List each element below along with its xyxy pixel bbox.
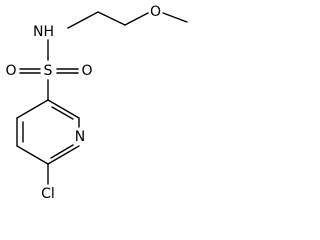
bond-methyl-o bbox=[162, 12, 188, 23]
atom-o-methoxy: O bbox=[150, 4, 161, 20]
atom-labels: O NH S O O N Cl bbox=[5, 4, 161, 202]
atom-n-ring: N bbox=[75, 129, 85, 145]
atom-cl: Cl bbox=[41, 186, 55, 202]
atom-o-right: O bbox=[81, 63, 92, 79]
structure-diagram: O NH S O O N Cl bbox=[5, 4, 188, 202]
ring-bond-4 bbox=[16, 145, 49, 165]
ring-bond-6 bbox=[16, 99, 49, 119]
atom-s: S bbox=[44, 63, 53, 79]
bonds bbox=[16, 11, 188, 185]
ring-double-2 bbox=[50, 144, 74, 159]
bond-ch2-ch2 bbox=[97, 11, 126, 26]
ring-bond-1 bbox=[47, 99, 80, 119]
bond-ch2-nh bbox=[67, 11, 99, 29]
ring-bond-3 bbox=[47, 145, 80, 165]
atom-nh: NH bbox=[33, 24, 54, 40]
bond-o-ch2 bbox=[124, 12, 149, 26]
ring-double-1 bbox=[51, 106, 74, 120]
atom-o-left: O bbox=[5, 63, 16, 79]
